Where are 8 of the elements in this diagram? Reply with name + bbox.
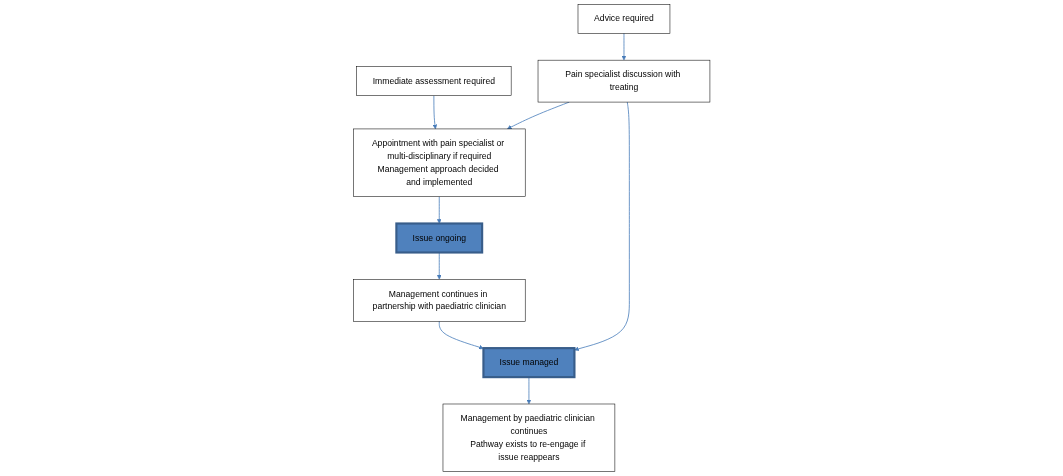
node-box: Advice required <box>577 4 671 34</box>
node-box: Management continues in partnership with paediatric clinician <box>352 279 526 322</box>
node-box: Appointment with pain specialist or multi-disciplinary if required Management approach decided and implemented <box>352 128 526 197</box>
node-box: Management by paediatric clinician continues Pathway exists to re-engage if issue reappears <box>442 403 616 472</box>
node-box: Issue managed <box>482 347 576 379</box>
node-box: Immediate assessment required <box>356 66 512 96</box>
node-box: Issue ongoing <box>395 222 484 254</box>
node-box: Pain specialist discussion with treating <box>537 59 711 103</box>
